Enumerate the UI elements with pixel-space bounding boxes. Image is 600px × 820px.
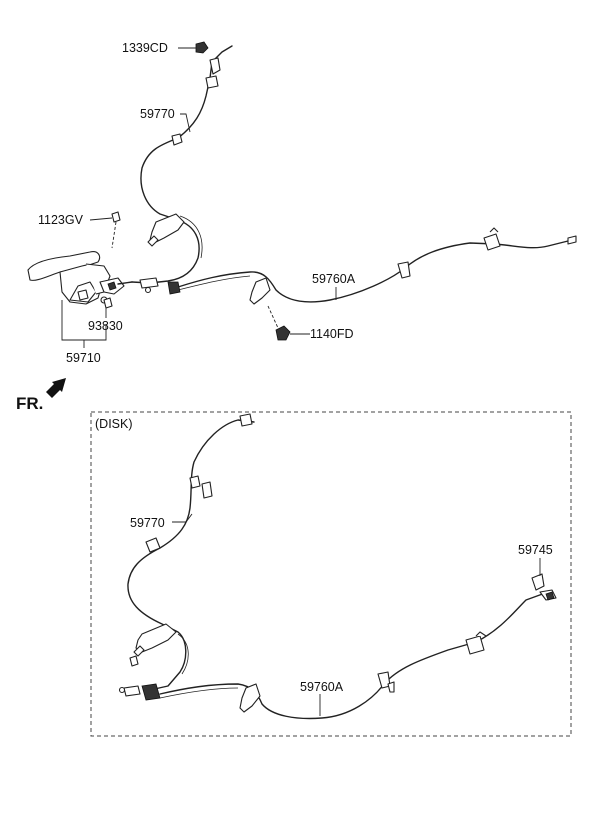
- label-59710: 59710: [66, 351, 101, 365]
- front-cable-59770: [131, 45, 233, 284]
- clip-59745: [531, 573, 545, 591]
- clip-93830: [103, 297, 113, 309]
- parking-brake-lever-59710: [27, 251, 133, 305]
- label-59770-top: 59770: [140, 107, 175, 121]
- disk-assembly: [118, 413, 557, 720]
- top-assembly: [27, 41, 577, 341]
- leader-1123GV: [89, 217, 113, 221]
- cable-bracket-right: [483, 233, 501, 251]
- rear-cable-59760A: [177, 239, 573, 303]
- cable-bracket-lower: [249, 277, 271, 305]
- bolt-1123GV: [111, 211, 121, 223]
- label-disk: (DISK): [95, 417, 133, 431]
- rear-cable-59760A-disk: [159, 591, 549, 720]
- disk-variant-box: [90, 411, 572, 737]
- label-1140FD: 1140FD: [310, 327, 354, 341]
- bolt-1140FD: [275, 325, 291, 341]
- label-59760A-top: 59760A: [312, 272, 356, 286]
- label-1123GV: 1123GV: [38, 213, 84, 227]
- nut-1339CD: [195, 41, 209, 54]
- cable-bracket-lower-disk: [239, 683, 261, 713]
- label-1339CD: 1339CD: [122, 41, 168, 55]
- label-93830: 93830: [88, 319, 123, 333]
- front-direction-label: FR.: [16, 394, 43, 413]
- forward-direction-arrow-icon: [46, 378, 66, 398]
- label-59760A-disk: 59760A: [300, 680, 344, 694]
- leader-59770-disk: [172, 513, 193, 523]
- label-59745: 59745: [518, 543, 553, 557]
- cable-bracket-top: [149, 213, 185, 243]
- leader-59770-top: [180, 113, 191, 133]
- cable-bracket-disk: [135, 623, 177, 653]
- label-59770-disk: 59770: [130, 516, 165, 530]
